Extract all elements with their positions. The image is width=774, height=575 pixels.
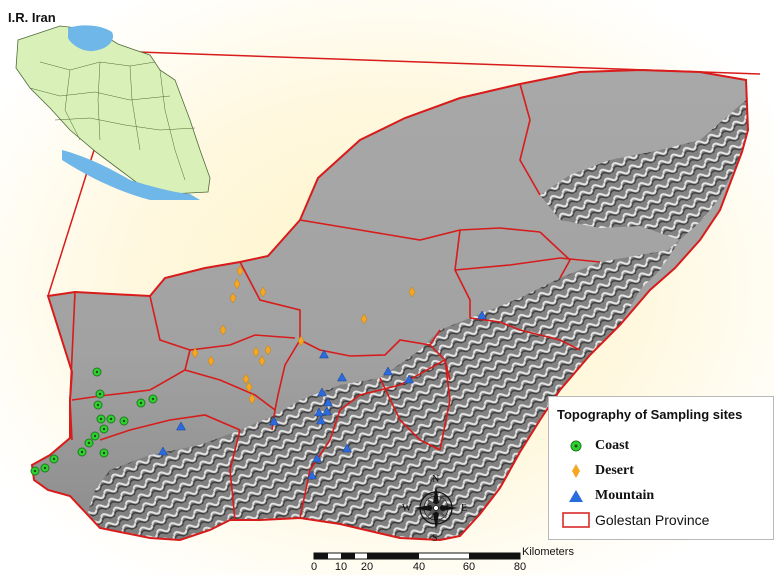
district-boundaries bbox=[69, 83, 601, 521]
desert-site bbox=[248, 393, 256, 405]
coast-site bbox=[84, 438, 94, 448]
desert-site bbox=[259, 286, 267, 298]
red-rectangle-icon bbox=[557, 509, 595, 531]
mountain-relief bbox=[88, 100, 748, 540]
mountain-site bbox=[477, 310, 487, 320]
mountain-site bbox=[383, 366, 393, 376]
desert-site bbox=[252, 346, 260, 358]
legend-item-coast: Coast bbox=[557, 435, 629, 457]
compass-south-label: S bbox=[432, 533, 438, 544]
desert-site bbox=[297, 335, 305, 347]
mountain-site bbox=[337, 372, 347, 382]
legend-item-province: Golestan Province bbox=[557, 509, 709, 531]
coast-site bbox=[96, 414, 106, 424]
compass-north-label: N bbox=[432, 474, 440, 485]
legend-item-mountain: Mountain bbox=[557, 485, 654, 507]
scale-unit-label: Kilometers bbox=[522, 546, 574, 558]
coast-site bbox=[106, 414, 116, 424]
desert-site bbox=[207, 355, 215, 367]
scale-tick-label: 10 bbox=[334, 561, 348, 573]
legend-label-mountain: Mountain bbox=[595, 488, 655, 503]
legend-title: Topography of Sampling sites bbox=[557, 407, 743, 422]
mountain-site bbox=[342, 443, 352, 453]
desert-site bbox=[229, 292, 237, 304]
desert-site bbox=[219, 324, 227, 336]
desert-site bbox=[258, 355, 266, 367]
scale-tick-label: 20 bbox=[360, 561, 374, 573]
orange-diamond-icon bbox=[557, 460, 595, 482]
desert-site bbox=[191, 347, 199, 359]
mountain-site bbox=[319, 349, 329, 359]
iran-inset-map bbox=[15, 25, 211, 200]
mountain-sites bbox=[158, 310, 487, 480]
compass-rose bbox=[414, 486, 458, 530]
mountain-site bbox=[314, 407, 324, 417]
coast-site bbox=[136, 398, 146, 408]
desert-site bbox=[360, 313, 368, 325]
green-circle-icon bbox=[557, 435, 595, 457]
mountain-site bbox=[158, 446, 168, 456]
coast-site bbox=[30, 466, 40, 476]
inset-title: I.R. Iran bbox=[8, 10, 56, 25]
mountain-site bbox=[176, 421, 186, 431]
persian-gulf bbox=[62, 150, 200, 200]
legend-label-coast: Coast bbox=[595, 438, 630, 453]
mountain-site bbox=[269, 416, 279, 426]
scale-bar bbox=[313, 552, 521, 560]
desert-sites bbox=[191, 265, 416, 405]
mountain-site bbox=[404, 374, 414, 384]
coast-site bbox=[93, 400, 103, 410]
desert-site bbox=[233, 278, 241, 290]
mountain-site bbox=[317, 387, 327, 397]
coast-site bbox=[119, 416, 129, 426]
coast-site bbox=[148, 394, 158, 404]
scale-tick-label: 0 bbox=[310, 561, 318, 573]
coast-sites bbox=[30, 367, 158, 476]
coast-site bbox=[49, 454, 59, 464]
coast-site bbox=[99, 424, 109, 434]
legend-item-desert: Desert bbox=[557, 460, 634, 482]
desert-site bbox=[264, 344, 272, 356]
scale-tick-label: 40 bbox=[412, 561, 426, 573]
coast-site bbox=[77, 447, 87, 457]
mountain-site bbox=[312, 453, 322, 463]
map-legend: Topography of Sampling sites Coast Deser… bbox=[548, 396, 774, 540]
blue-triangle-icon bbox=[557, 485, 595, 507]
mountain-site bbox=[322, 406, 332, 416]
mountain-site bbox=[307, 470, 317, 480]
coast-site bbox=[90, 431, 100, 441]
coast-site bbox=[92, 367, 102, 377]
legend-label-province: Golestan Province bbox=[595, 512, 710, 528]
scale-tick-label: 80 bbox=[513, 561, 527, 573]
caspian-sea bbox=[68, 25, 114, 52]
compass-west-label: W bbox=[402, 503, 412, 514]
mountain-site bbox=[323, 397, 333, 407]
desert-site bbox=[408, 286, 416, 298]
desert-site bbox=[245, 381, 253, 393]
desert-site bbox=[236, 265, 244, 277]
scale-tick-label: 60 bbox=[462, 561, 476, 573]
mountain-site bbox=[316, 415, 326, 425]
coast-site bbox=[99, 448, 109, 458]
compass-east-label: E bbox=[461, 503, 468, 514]
coast-site bbox=[95, 389, 105, 399]
coast-site bbox=[40, 463, 50, 473]
desert-site bbox=[242, 373, 250, 385]
legend-label-desert: Desert bbox=[595, 463, 634, 478]
